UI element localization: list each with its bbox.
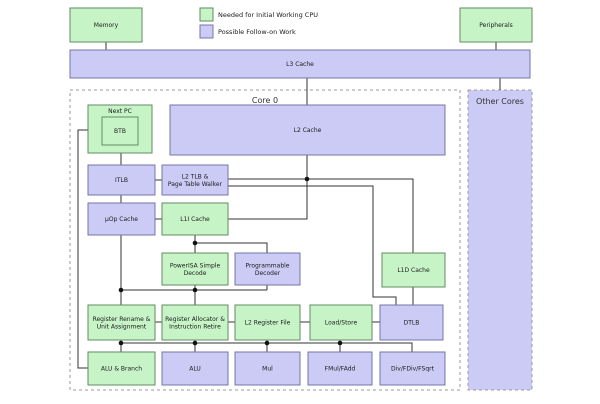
node-l2-tlb-label: L2 TLB &Page Table Walker — [168, 173, 223, 188]
node-mul — [234, 351, 301, 386]
node-load-store-label: Load/Store — [325, 320, 358, 327]
node-l1d-cache-label: L1D Cache — [397, 267, 430, 274]
legend-label-0: Needed for Initial Working CPU — [218, 11, 318, 19]
node-div-fdiv-fsqrt-label: Div/FDiv/FSqrt — [391, 366, 435, 373]
legend-swatch-green — [199, 7, 214, 22]
node-load-store — [309, 304, 373, 341]
node-btb-label: BTB — [114, 128, 126, 135]
junction-dot-5 — [192, 340, 198, 346]
node-peripherals-label: Peripherals — [479, 22, 512, 29]
node-programmable-decoder — [234, 252, 301, 286]
node-fmul-fadd — [307, 351, 373, 386]
node-alu-label: ALU — [189, 366, 201, 373]
cluster-other-cores — [467, 89, 533, 391]
node-uop-cache-label: µOp Cache — [105, 216, 138, 223]
legend-swatch-purple — [199, 24, 214, 39]
node-register-allocator — [161, 304, 229, 341]
cluster-other-cores-label: Other Cores — [476, 97, 524, 106]
edge-4 — [77, 129, 88, 369]
node-div-fdiv-fsqrt — [379, 351, 446, 386]
edge-12 — [228, 185, 397, 305]
junction-dot-0 — [304, 176, 310, 182]
node-itlb — [87, 164, 156, 196]
node-uop-cache — [87, 202, 156, 236]
node-alu-branch — [87, 351, 156, 386]
cluster-core-0 — [69, 89, 461, 391]
legend-label-1: Possible Follow-on Work — [218, 28, 296, 36]
node-fmul-fadd-label: FMul/FAdd — [325, 366, 356, 373]
node-powerisa-decode — [161, 252, 229, 286]
junction-dot-4 — [118, 340, 124, 346]
node-l2-register-file-label: L2 Register File — [245, 320, 291, 327]
node-l3-cache-label: L3 Cache — [286, 61, 314, 68]
junction-dot-2 — [118, 287, 124, 293]
edge-26 — [121, 342, 413, 352]
node-memory-label: Memory — [94, 22, 119, 29]
node-dtlb-label: DTLB — [404, 320, 420, 327]
node-dtlb — [379, 304, 444, 341]
node-l2-cache-label: L2 Cache — [294, 127, 322, 134]
node-alu-branch-label: ALU & Branch — [101, 366, 142, 373]
node-l2-tlb — [161, 164, 229, 196]
junction-dot-3 — [192, 287, 198, 293]
node-next-pc-label: Next PC — [108, 108, 132, 115]
node-register-allocator-label: Register Allocator &Instruction Retire — [165, 316, 225, 331]
node-register-rename-label: Register Rename &Unit Assignment — [93, 316, 151, 331]
junction-dot-7 — [337, 340, 343, 346]
node-alu — [161, 351, 229, 386]
node-btb — [101, 116, 139, 146]
junction-dot-1 — [192, 240, 198, 246]
node-peripherals — [459, 7, 533, 43]
cluster-core-0-label: Core 0 — [252, 96, 278, 105]
node-register-rename — [87, 304, 156, 341]
node-itlb-label: ITLB — [115, 177, 128, 184]
edge-10 — [228, 178, 414, 253]
node-l1i-cache — [161, 202, 229, 236]
node-memory — [69, 7, 143, 43]
node-mul-label: Mul — [262, 366, 273, 373]
edge-11 — [228, 179, 308, 220]
node-l2-register-file — [234, 304, 301, 341]
junction-dot-6 — [264, 340, 270, 346]
edge-15 — [195, 242, 268, 253]
node-l2-cache — [169, 104, 446, 156]
node-l3-cache — [69, 49, 531, 79]
node-l1i-cache-label: L1I Cache — [180, 216, 210, 223]
node-l1d-cache — [381, 252, 446, 288]
